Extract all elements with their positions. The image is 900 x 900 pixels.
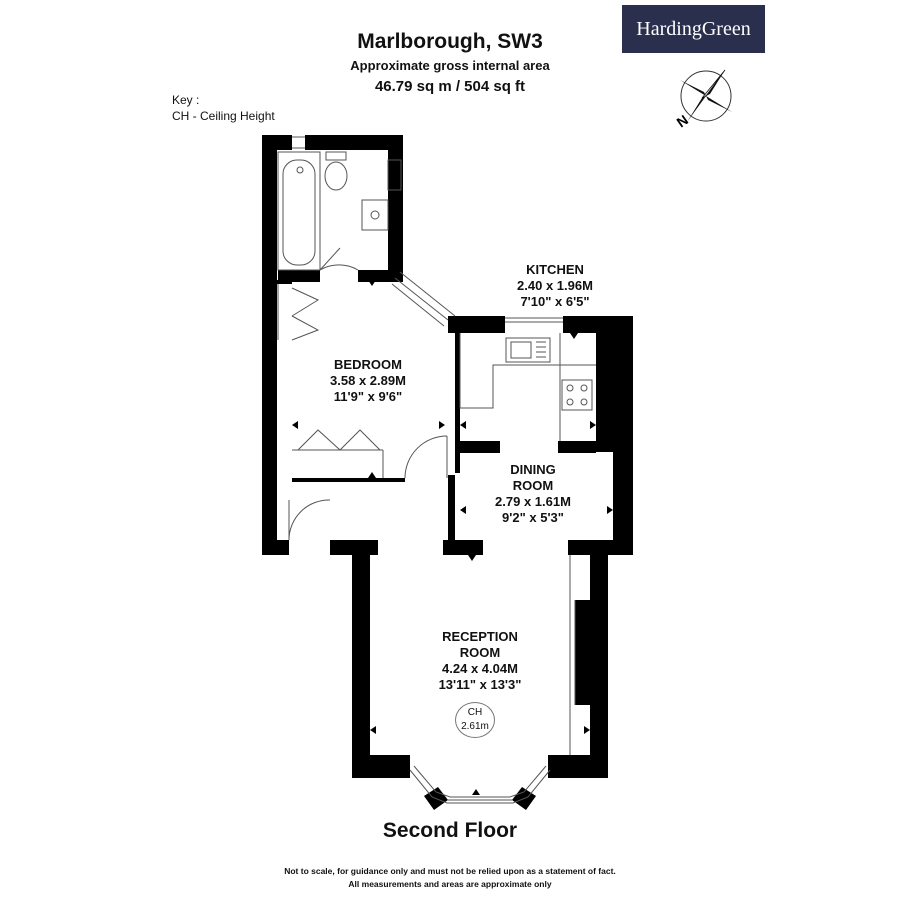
room-bedroom: BEDROOM 3.58 x 2.89M 11'9" x 9'6" bbox=[303, 357, 433, 405]
room-dining-name-2: ROOM bbox=[512, 478, 554, 493]
room-kitchen-imperial: 7'10" x 6'5" bbox=[520, 294, 590, 309]
key-ceiling-height: CH - Ceiling Height bbox=[172, 109, 275, 123]
room-reception-imperial: 13'11" x 13'3" bbox=[438, 677, 522, 692]
walls bbox=[262, 135, 633, 810]
room-kitchen: KITCHEN 2.40 x 1.96M 7'10" x 6'5" bbox=[490, 262, 620, 310]
room-dining-name-1: DINING bbox=[510, 462, 556, 477]
ceiling-height-value: 2.61m bbox=[461, 721, 489, 732]
room-kitchen-metric: 2.40 x 1.96M bbox=[517, 278, 593, 293]
gross-area: 46.79 sq m / 504 sq ft bbox=[374, 78, 526, 95]
plan-title: Marlborough, SW3 bbox=[357, 30, 543, 53]
plan-subtitle: Approximate gross internal area bbox=[350, 58, 550, 73]
room-dining: DINING ROOM 2.79 x 1.61M 9'2" x 5'3" bbox=[468, 462, 598, 526]
room-reception-name-1: RECEPTION bbox=[442, 629, 518, 644]
disclaimer-line-1: Not to scale, for guidance only and must… bbox=[284, 866, 616, 876]
ceiling-height-label: CH bbox=[467, 707, 483, 718]
floor-label: Second Floor bbox=[382, 819, 518, 842]
disclaimer-line-2: All measurements and areas are approxima… bbox=[348, 879, 552, 889]
room-reception: RECEPTION ROOM 4.24 x 4.04M 13'11" x 13'… bbox=[415, 629, 545, 693]
room-bedroom-metric: 3.58 x 2.89M bbox=[330, 373, 406, 388]
plan-lines bbox=[277, 136, 596, 804]
room-bedroom-name: BEDROOM bbox=[334, 357, 402, 372]
room-reception-metric: 4.24 x 4.04M bbox=[442, 661, 518, 676]
key-heading: Key : bbox=[172, 93, 200, 107]
room-dining-metric: 2.79 x 1.61M bbox=[495, 494, 571, 509]
brand-logo[interactable]: HardingGreen bbox=[622, 5, 765, 53]
room-dining-imperial: 9'2" x 5'3" bbox=[502, 510, 564, 525]
room-bedroom-imperial: 11'9" x 9'6" bbox=[333, 389, 403, 404]
dimension-arrows bbox=[292, 280, 613, 795]
room-kitchen-name: KITCHEN bbox=[526, 262, 584, 277]
ceiling-height-badge: CH 2.61m bbox=[455, 702, 495, 738]
room-reception-name-2: ROOM bbox=[459, 645, 501, 660]
